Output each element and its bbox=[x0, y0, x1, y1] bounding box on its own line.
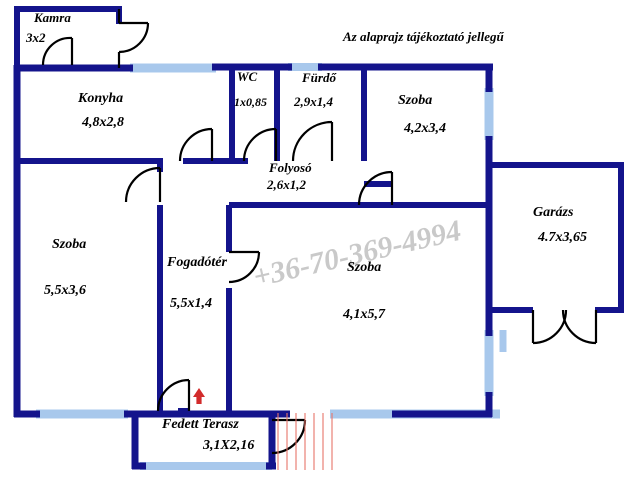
room-label-wc: WC bbox=[237, 69, 258, 84]
door-left-room bbox=[124, 166, 162, 203]
plan-note: Az alaprajz tájékoztató jellegű bbox=[342, 29, 504, 44]
room-label-garazs: Garázs bbox=[533, 205, 574, 220]
room-label-terasz: Fedett Terasz bbox=[161, 417, 239, 432]
door-kitchen bbox=[178, 127, 214, 162]
watermark: +36-70-369-4994 bbox=[250, 214, 464, 294]
door-terrace-outer bbox=[271, 418, 307, 455]
door-reception bbox=[228, 250, 261, 284]
room-dim-konyha: 4,8x2,8 bbox=[81, 115, 124, 130]
door-garage-right bbox=[561, 309, 598, 345]
room-label-szoba-mid: Szoba bbox=[347, 260, 381, 275]
stairs-layer bbox=[277, 413, 333, 470]
door-garage-left bbox=[531, 309, 568, 345]
entry-arrow-icon bbox=[193, 388, 205, 404]
room-dim-szoba-mid: 4,1x5,7 bbox=[342, 307, 386, 322]
room-dim-folyoso: 2,6x1,2 bbox=[266, 177, 307, 192]
room-dim-fogadoter: 5,5x1,4 bbox=[170, 296, 212, 311]
walls-layer bbox=[13, 6, 624, 470]
door-kamra-entry bbox=[118, 21, 150, 54]
door-kamra bbox=[41, 36, 74, 66]
room-label-szoba-left: Szoba bbox=[52, 237, 86, 252]
room-dim-kamra: 3x2 bbox=[25, 30, 46, 45]
door-bath bbox=[291, 120, 334, 162]
room-label-szoba-top: Szoba bbox=[398, 93, 432, 108]
room-dim-wc: 1x0,85 bbox=[234, 95, 267, 109]
door-terrace-entry bbox=[156, 378, 191, 412]
room-dim-terasz: 3,1X2,16 bbox=[202, 438, 254, 453]
room-dim-furdo: 2,9x1,4 bbox=[293, 94, 334, 109]
room-dim-szoba-top: 4,2x3,4 bbox=[403, 121, 446, 136]
room-dim-szoba-left: 5,5x3,6 bbox=[44, 283, 86, 298]
labels-layer: Az alaprajz tájékoztató jellegű Kamra 3x… bbox=[25, 10, 587, 453]
room-label-kamra: Kamra bbox=[33, 10, 71, 25]
room-label-furdo: Fürdő bbox=[301, 70, 337, 85]
door-top-room bbox=[357, 170, 394, 206]
room-label-folyoso: Folyosó bbox=[268, 160, 312, 175]
room-dim-garazs: 4.7x3,65 bbox=[537, 230, 587, 245]
door-wc bbox=[242, 127, 278, 162]
watermark-phone: +36-70-369-4994 bbox=[250, 214, 464, 294]
room-label-konyha: Konyha bbox=[77, 91, 123, 106]
room-label-fogadoter: Fogadótér bbox=[166, 255, 227, 270]
